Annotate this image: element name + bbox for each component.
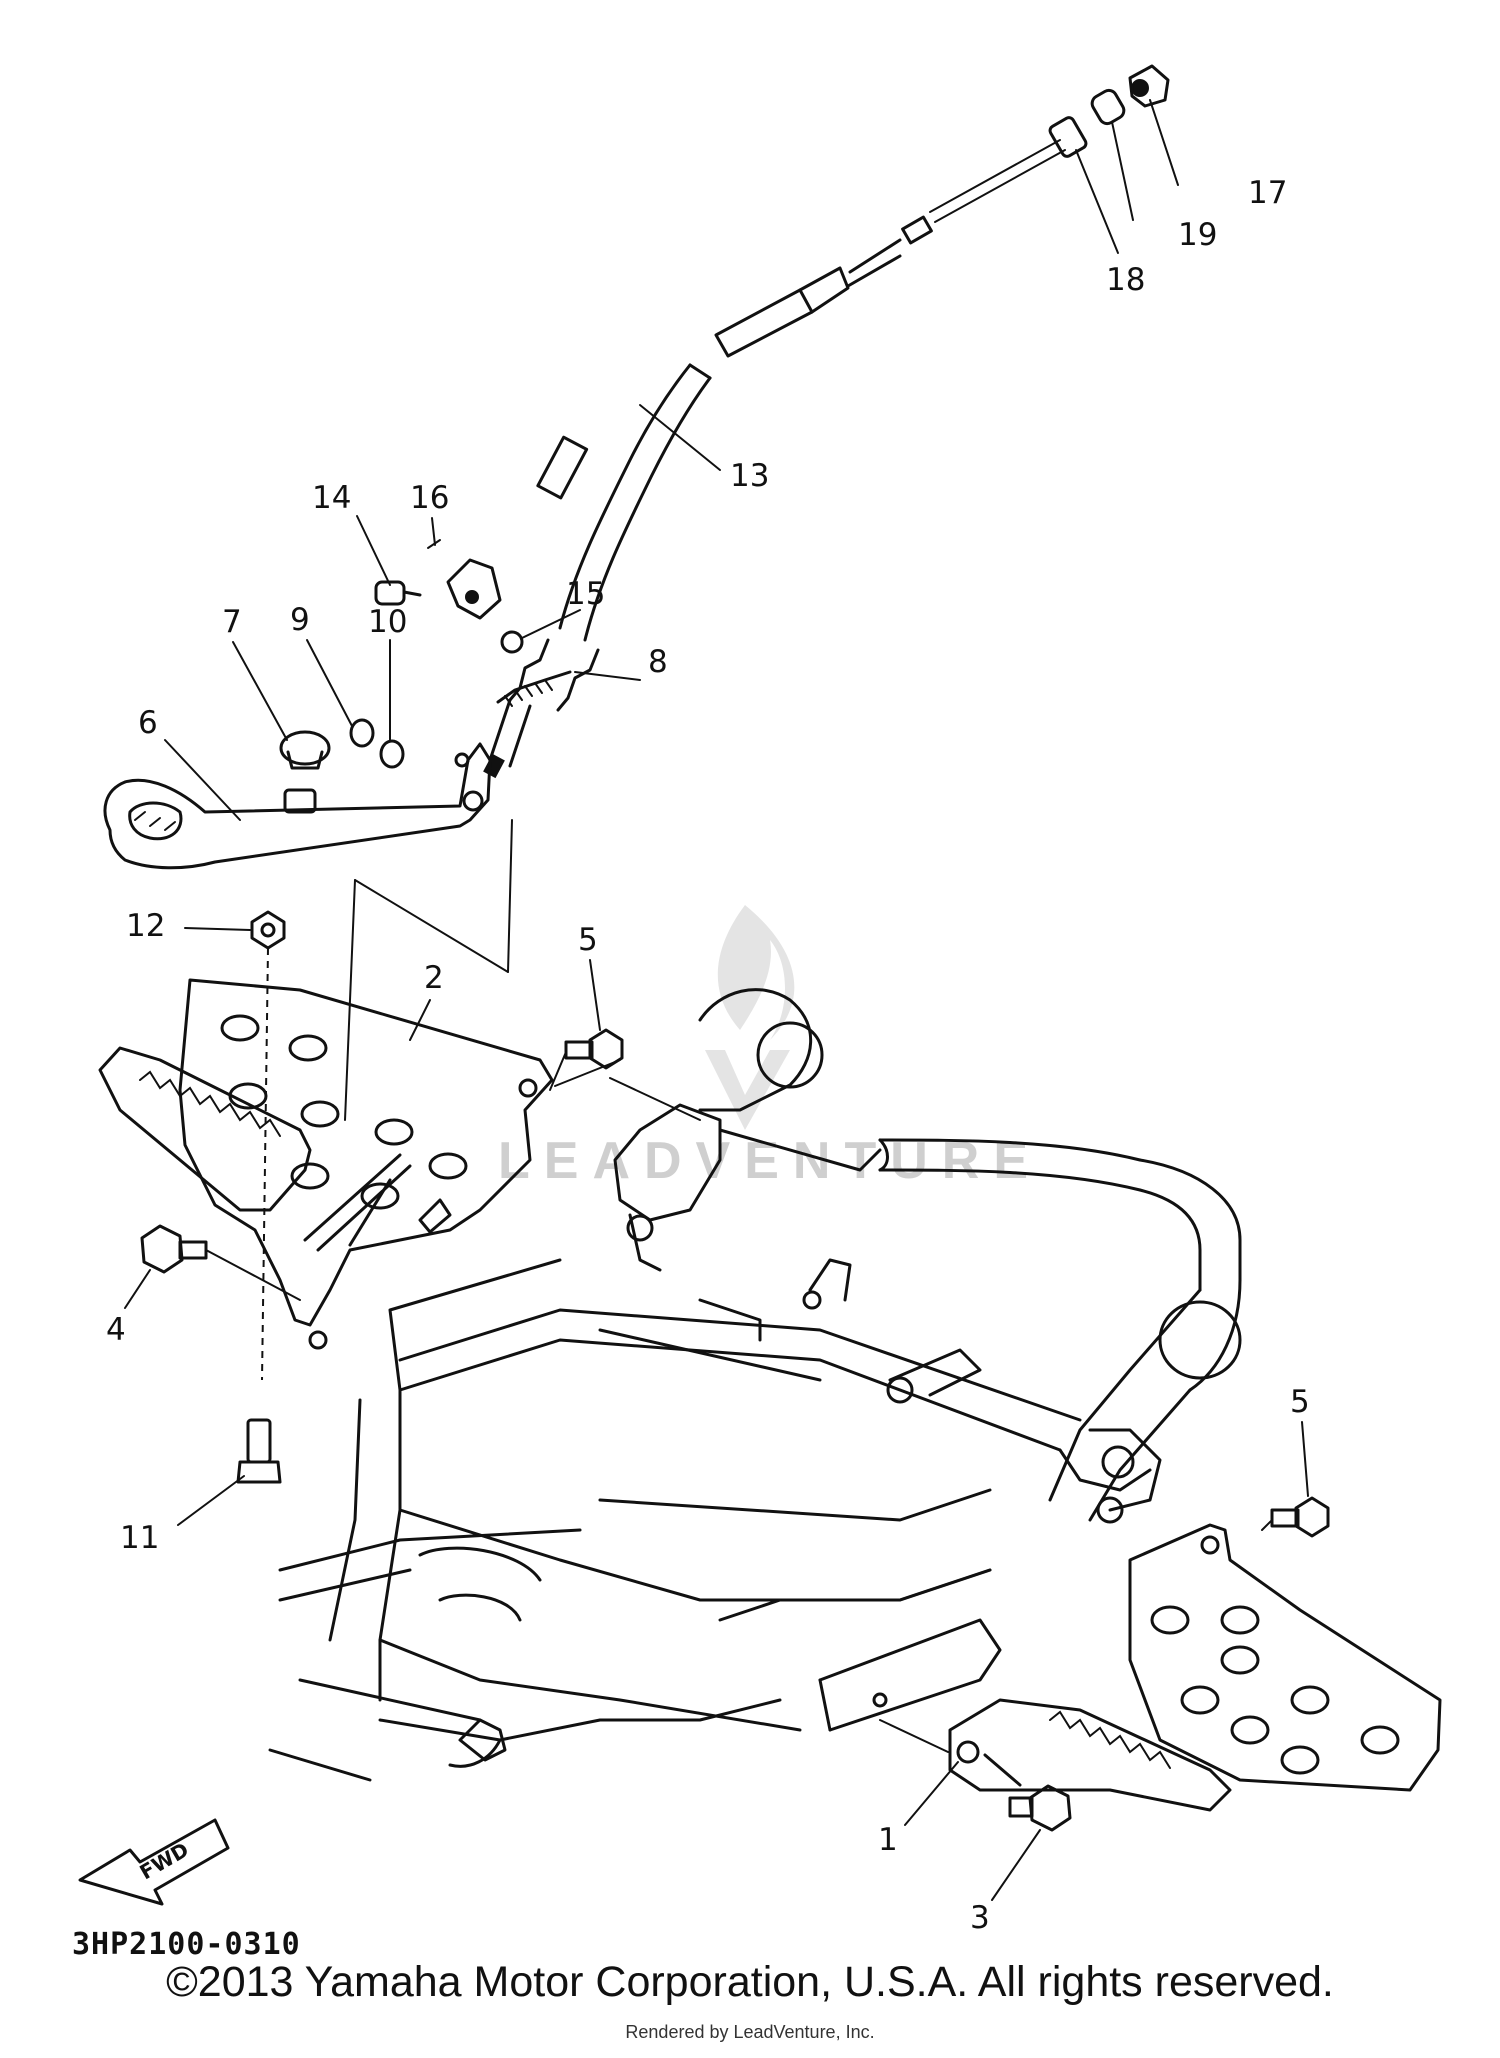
fwd-label: FWD (136, 1837, 193, 1884)
callout-1: 1 (878, 1822, 898, 1858)
callout-12: 12 (126, 908, 165, 944)
callout-7: 7 (222, 604, 242, 640)
callout-17: 17 (1248, 175, 1287, 211)
copyright-notice: ©2013 Yamaha Motor Corporation, U.S.A. A… (166, 1958, 1334, 2006)
callout-16: 16 (410, 480, 449, 516)
alignment-lines (344, 819, 701, 1121)
callout-18: 18 (1106, 262, 1145, 298)
callout-9: 9 (290, 602, 310, 638)
rendered-by-notice: Rendered by LeadVenture, Inc. (625, 2022, 875, 2042)
callout-5-lower: 5 (1290, 1384, 1310, 1420)
callout-11: 11 (120, 1520, 159, 1556)
callout-10: 10 (368, 604, 407, 640)
callout-3: 3 (970, 1900, 990, 1936)
brake-cable (483, 139, 1066, 779)
brake-pedal (103, 718, 492, 870)
bolt-5-upper (549, 1028, 624, 1091)
callout-14: 14 (312, 480, 351, 516)
cable-end-parts (1048, 64, 1170, 158)
callout-19: 19 (1178, 217, 1217, 253)
fwd-arrow: FWD (78, 1818, 230, 1906)
callout-8: 8 (648, 644, 668, 680)
leader-lines (124, 99, 1309, 1901)
hardware-left (140, 910, 301, 1484)
callout-2: 2 (424, 960, 444, 996)
callout-15: 15 (566, 576, 605, 612)
callouts: 1 2 3 4 5 5 6 7 8 9 10 11 12 13 14 15 16… (106, 175, 1310, 1936)
diagram-code: 3HP2100-0310 (72, 1927, 301, 1962)
footrest-bracket-right (879, 1523, 1442, 1812)
callout-6: 6 (138, 705, 158, 741)
frame (268, 988, 1242, 1782)
footrest-bracket-left (98, 978, 554, 1350)
callout-13: 13 (730, 458, 769, 494)
hardware-right (1008, 1496, 1330, 1832)
clevis-parts (374, 539, 572, 707)
callout-4: 4 (106, 1312, 126, 1348)
callout-5-upper: 5 (578, 922, 598, 958)
